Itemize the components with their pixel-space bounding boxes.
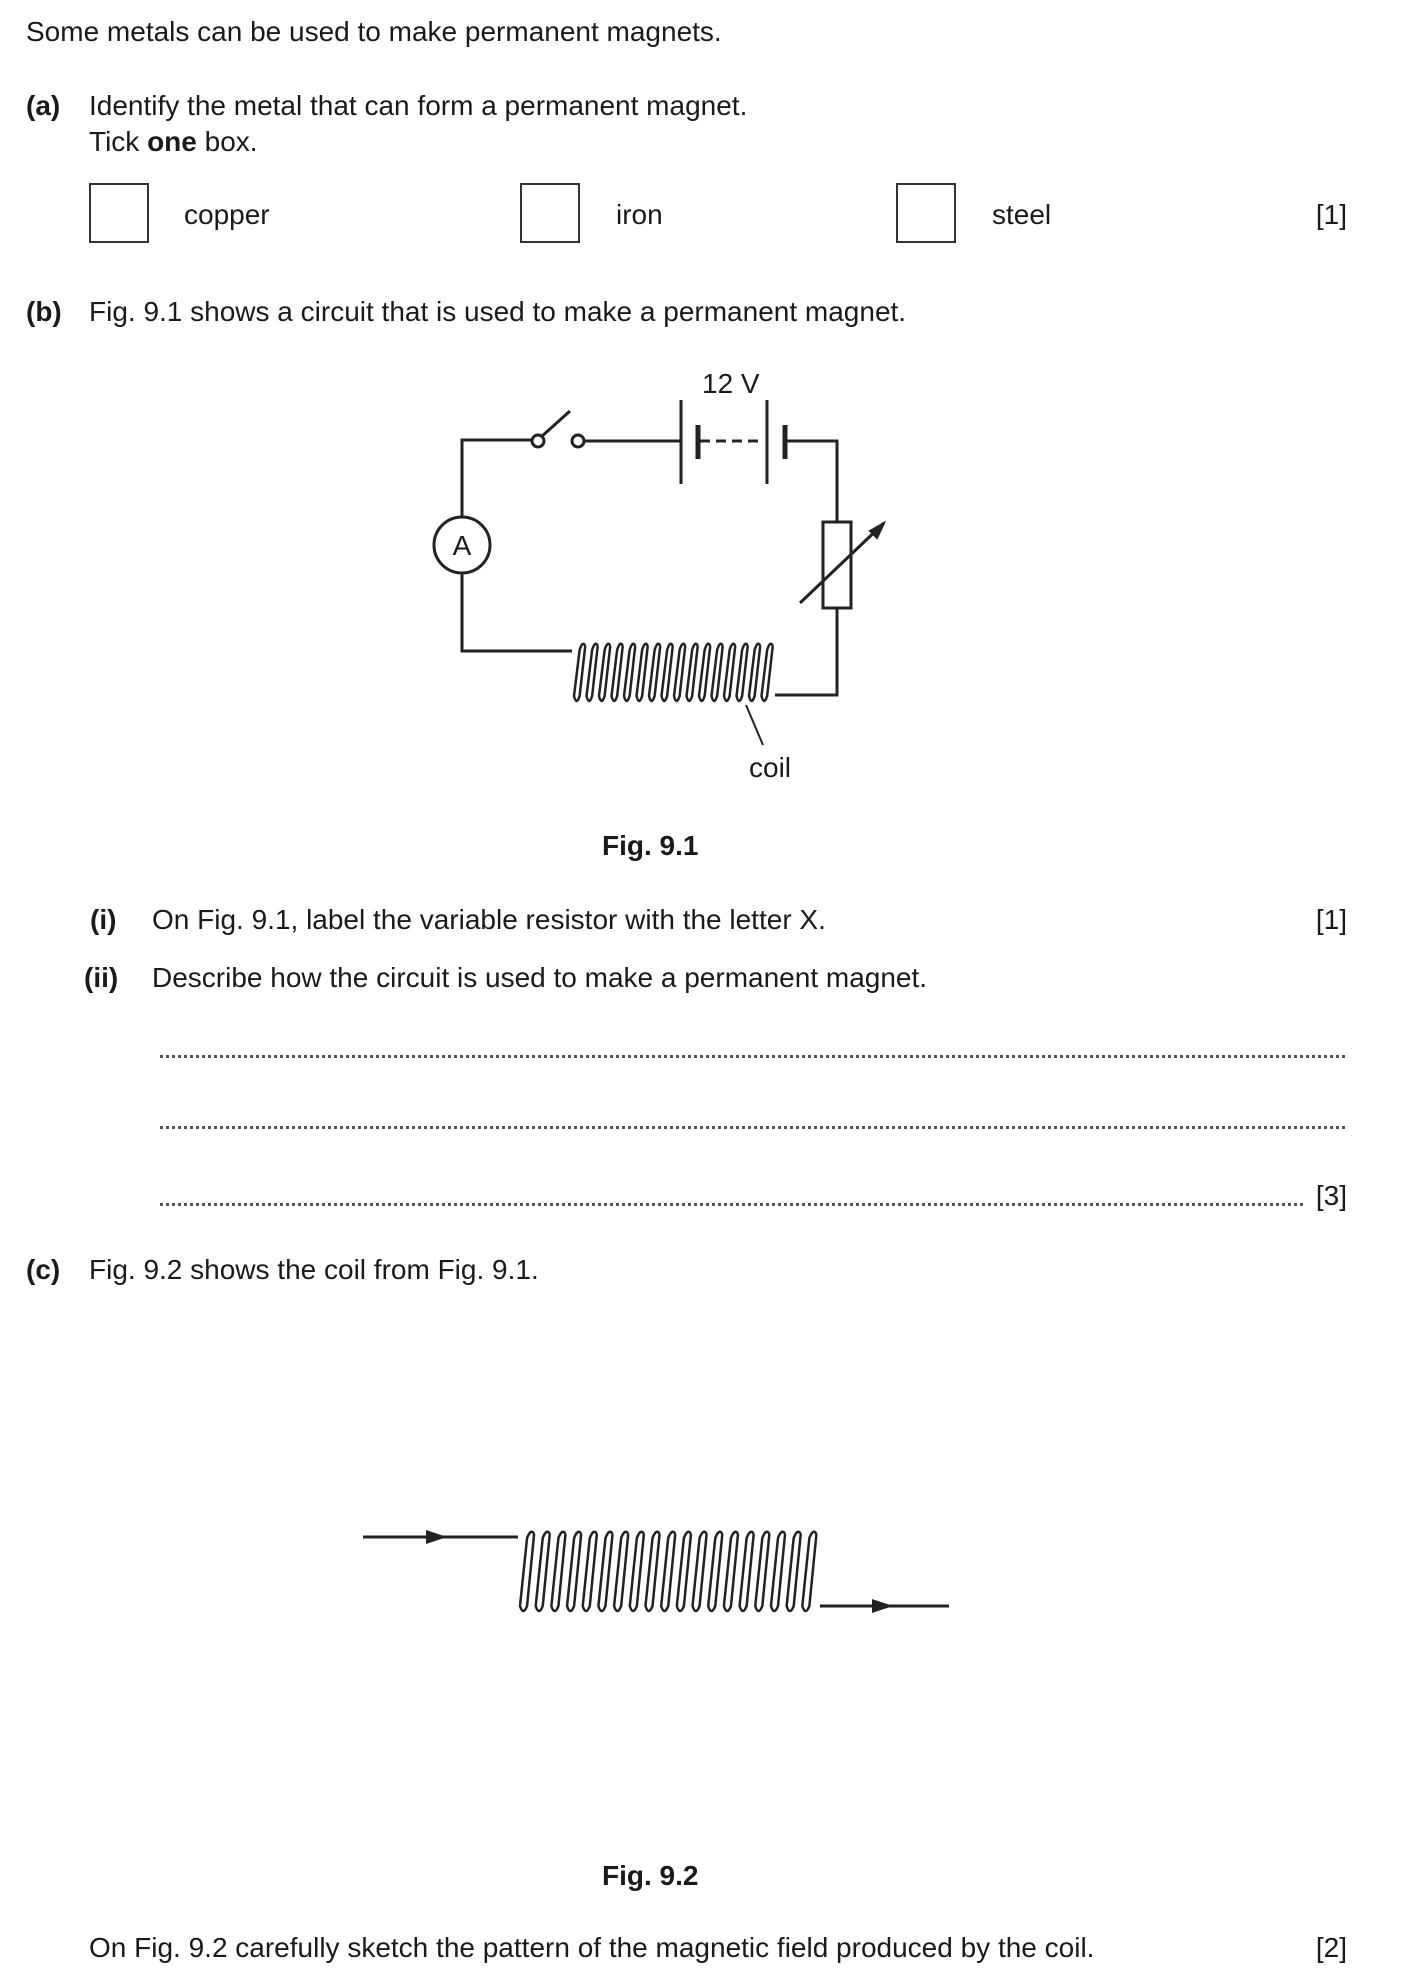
- part-b-ii-text: Describe how the circuit is used to make…: [152, 962, 928, 993]
- coil-label: coil: [749, 752, 791, 783]
- battery-icon: [679, 400, 788, 484]
- part-b-ii-marks: [3]: [1315, 1180, 1347, 1211]
- part-b-text: Fig. 9.1 shows a circuit that is used to…: [89, 296, 907, 327]
- part-a-instruction: Tick one box.: [89, 126, 258, 158]
- part-b-i-text: On Fig. 9.1, label the variable resistor…: [152, 904, 826, 935]
- instruction-suffix: box.: [196, 126, 258, 157]
- part-c-text: Fig. 9.2 shows the coil from Fig. 9.1.: [89, 1254, 539, 1285]
- answer-line-2[interactable]: [160, 1126, 1345, 1129]
- part-c-instruction: On Fig. 9.2 carefully sketch the pattern…: [89, 1932, 1095, 1963]
- answer-line-3[interactable]: [160, 1203, 1303, 1206]
- part-a-marks: [1]: [1315, 199, 1347, 230]
- fig-9-2-caption: Fig. 9.2: [602, 1860, 699, 1891]
- right-wire: [775, 608, 839, 697]
- bottom-left-wire: [460, 573, 572, 653]
- instruction-bold: one: [147, 126, 197, 157]
- fig-9-2-coil-icon: [518, 1530, 818, 1613]
- part-b-i-label: (i): [90, 904, 117, 935]
- top-left-wire: [460, 438, 534, 545]
- instruction-prefix: Tick: [89, 126, 148, 157]
- ammeter-label: A: [453, 530, 472, 561]
- part-c-label: (c): [26, 1254, 61, 1285]
- part-b-label: (b): [26, 296, 62, 327]
- tick-box-iron[interactable]: [520, 183, 580, 243]
- variable-resistor-icon: [798, 520, 887, 610]
- part-a-label: (a): [26, 90, 61, 121]
- voltage-label: 12 V: [702, 368, 760, 399]
- output-arrow-icon: [872, 1599, 893, 1613]
- option-iron-label: iron: [616, 199, 663, 230]
- option-copper-label: copper: [184, 199, 270, 230]
- part-c-marks: [2]: [1315, 1932, 1347, 1963]
- ammeter-icon: A: [432, 515, 492, 575]
- switch-icon: [530, 409, 586, 449]
- coil-icon: [572, 642, 774, 703]
- answer-line-1[interactable]: [160, 1055, 1345, 1058]
- tick-box-steel[interactable]: [896, 183, 956, 243]
- top-right-wire: [785, 439, 839, 522]
- input-arrow-icon: [426, 1530, 447, 1544]
- part-a-question: Identify the metal that can form a perma…: [89, 90, 748, 121]
- fig-9-1-caption: Fig. 9.1: [602, 830, 699, 861]
- part-b-ii-label: (ii): [84, 962, 119, 993]
- tick-box-copper[interactable]: [89, 183, 149, 243]
- option-steel-label: steel: [992, 199, 1052, 230]
- part-b-i-marks: [1]: [1315, 904, 1347, 935]
- intro-text: Some metals can be used to make permanen…: [26, 16, 722, 47]
